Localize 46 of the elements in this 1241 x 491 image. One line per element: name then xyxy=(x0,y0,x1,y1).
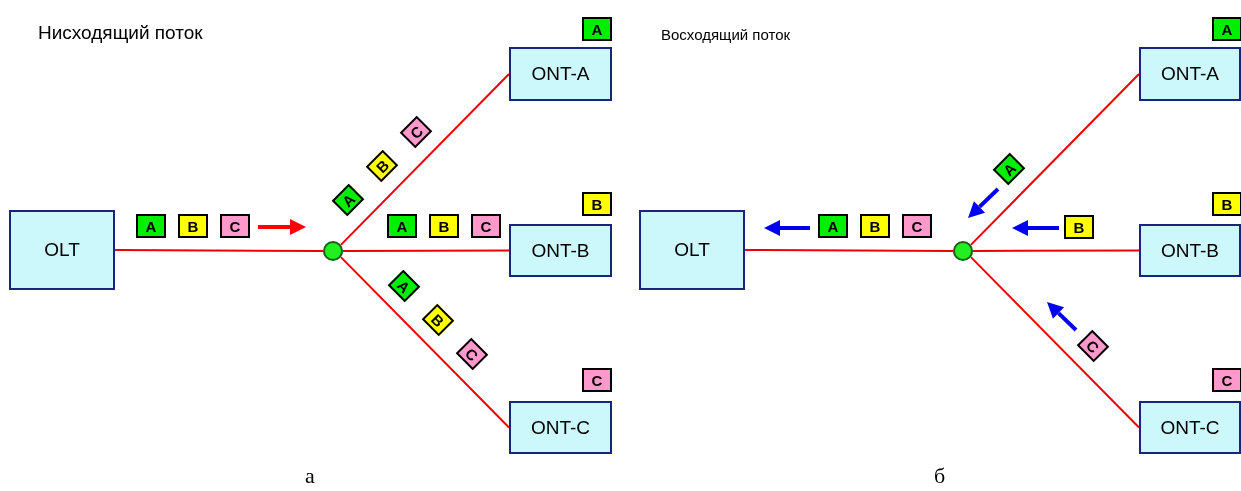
device-box: ONT-B xyxy=(509,224,612,277)
panel-title: Восходящий поток xyxy=(661,26,791,43)
device-box: ONT-A xyxy=(1139,47,1241,101)
panel-caption: а xyxy=(305,463,315,489)
fiber-line xyxy=(339,73,510,246)
device-box: ONT-C xyxy=(1139,401,1241,454)
panel-title: Нисходящий поток xyxy=(38,22,203,44)
packet-tag: C xyxy=(471,214,501,238)
packet-tag: C xyxy=(1212,368,1241,392)
packet-tag: C xyxy=(582,368,612,392)
packet-tag: C xyxy=(220,214,250,238)
packet-tag: A xyxy=(818,214,848,238)
packet-tag: A xyxy=(582,17,612,41)
fiber-line xyxy=(744,249,954,252)
fiber-line xyxy=(972,249,1140,252)
packet-tag: A xyxy=(387,214,417,238)
packet-tag: C xyxy=(455,337,489,371)
fiber-line xyxy=(342,249,510,252)
packet-tag: B xyxy=(421,303,455,337)
packet-tag: A xyxy=(1212,17,1241,41)
packet-tag: B xyxy=(1064,215,1094,239)
packet-tag: B xyxy=(365,149,399,183)
packet-tag: A xyxy=(331,183,365,217)
fiber-line xyxy=(339,256,510,429)
splitter-node xyxy=(323,241,343,261)
packet-tag: C xyxy=(902,214,932,238)
packet-tag: B xyxy=(582,192,612,216)
device-box: OLT xyxy=(9,210,115,290)
device-box: OLT xyxy=(639,210,745,290)
device-box: ONT-B xyxy=(1139,224,1241,277)
packet-tag: B xyxy=(860,214,890,238)
panel-caption: б xyxy=(934,463,946,489)
device-box: ONT-C xyxy=(509,401,612,454)
packet-tag: B xyxy=(178,214,208,238)
packet-tag: C xyxy=(399,115,433,149)
fiber-line xyxy=(114,249,324,252)
packet-tag: B xyxy=(1212,192,1241,216)
packet-tag: A xyxy=(992,152,1026,186)
packet-tag: A xyxy=(136,214,166,238)
packet-tag: C xyxy=(1076,329,1110,363)
fiber-line xyxy=(969,256,1140,429)
packet-tag: B xyxy=(429,214,459,238)
packet-tag: A xyxy=(387,269,421,303)
device-box: ONT-A xyxy=(509,47,612,101)
splitter-node xyxy=(953,241,973,261)
fiber-line xyxy=(969,73,1140,246)
